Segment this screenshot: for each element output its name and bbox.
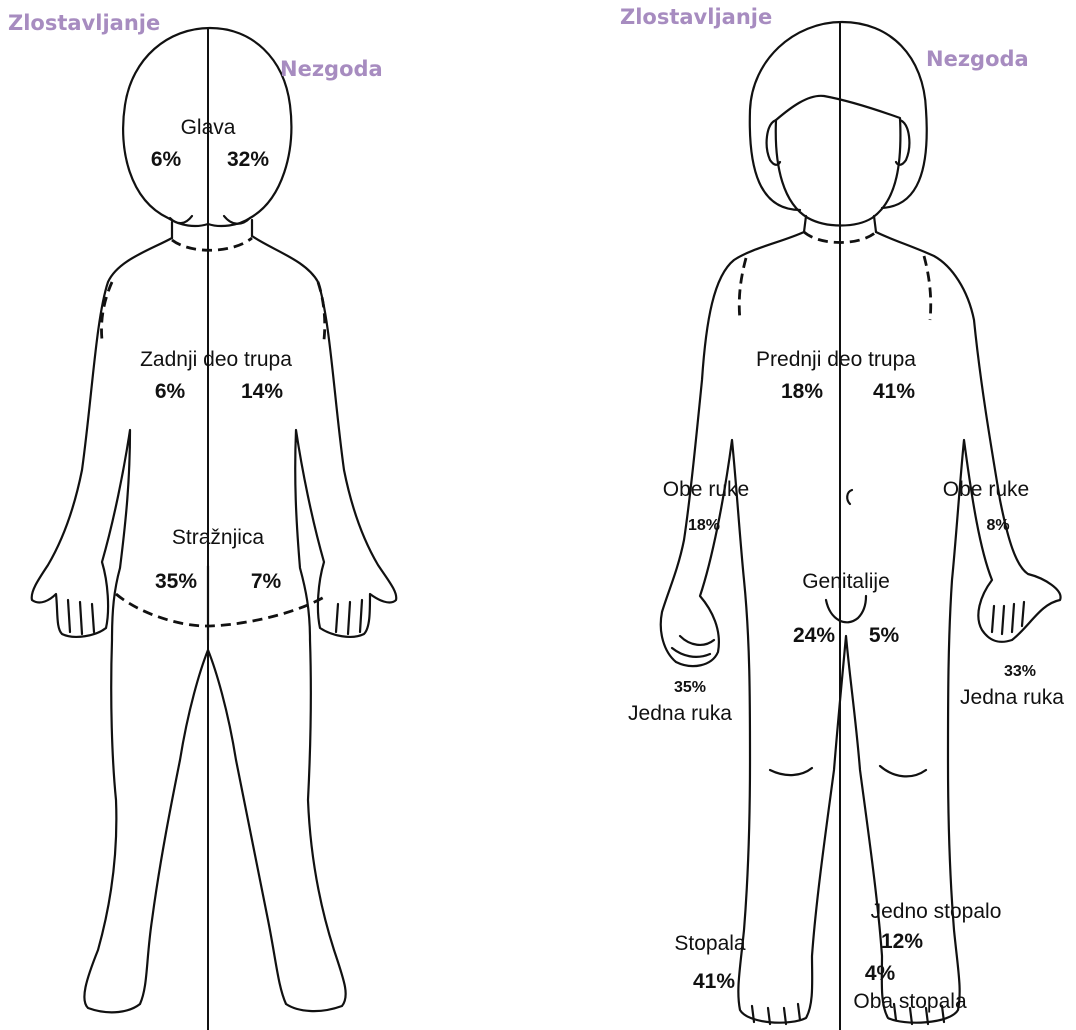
back-left-hand-fingers (68, 600, 94, 634)
back-trunk-abuse-value: 6% (155, 380, 186, 403)
back-buttocks-abuse-value: 35% (155, 570, 197, 593)
front-one-arm-right-value: 33% (1004, 663, 1036, 680)
front-both-feet-label: Oba stopala (853, 990, 967, 1013)
front-one-foot-value: 12% (881, 930, 923, 953)
back-head-abuse-value: 6% (151, 148, 182, 171)
front-feet-left-label: Stopala (674, 932, 746, 955)
front-navel (847, 490, 852, 504)
back-right-hand-fingers (336, 600, 362, 634)
back-header-abuse: Zlostavljanje (8, 11, 160, 35)
front-trunk-abuse-value: 18% (781, 380, 823, 403)
back-left-armhole-dashed-line (101, 282, 112, 340)
back-neck-dashed-line (172, 238, 252, 250)
front-one-arm-left-value: 35% (674, 679, 706, 696)
front-right-ear (896, 120, 909, 165)
front-feet-left-value: 41% (693, 970, 735, 993)
front-genitals-abuse-value: 24% (793, 624, 835, 647)
front-genitals-label: Genitalije (802, 570, 890, 593)
front-both-arms-right-label: Obe ruke (943, 478, 1029, 501)
front-header-accident: Nezgoda (926, 47, 1029, 71)
front-trunk-accident-value: 41% (873, 380, 915, 403)
front-genitals-accident-value: 5% (869, 624, 900, 647)
front-one-arm-left-label: Jedna ruka (628, 702, 732, 725)
front-hair-outline (750, 22, 927, 210)
front-trunk-label: Prednji deo trupa (756, 348, 916, 371)
front-both-feet-value: 4% (865, 962, 896, 985)
front-face-outline (776, 96, 901, 226)
front-header-abuse: Zlostavljanje (620, 5, 772, 29)
back-head-accident-value: 32% (227, 148, 269, 171)
back-header-accident: Nezgoda (280, 57, 383, 81)
front-genital-outline (826, 596, 866, 622)
front-both-arms-left-value: 18% (688, 517, 720, 534)
front-both-arms-right-value: 8% (986, 517, 1009, 534)
back-buttocks-dashed-line (116, 594, 326, 626)
back-head-label: Glava (181, 116, 236, 139)
back-buttocks-accident-value: 7% (251, 570, 282, 593)
front-right-armhole-dashed-line (924, 256, 931, 320)
back-trunk-accident-value: 14% (241, 380, 283, 403)
back-trunk-label: Zadnji deo trupa (140, 348, 292, 371)
front-left-knee (770, 768, 812, 775)
front-left-fist (672, 636, 714, 657)
front-right-hand-fingers (992, 602, 1024, 634)
front-one-arm-right-label: Jedna ruka (960, 686, 1064, 709)
front-left-armhole-dashed-line (739, 258, 746, 320)
back-buttocks-label: Stražnjica (172, 526, 265, 549)
back-view-figure (32, 28, 397, 1012)
front-right-knee (880, 766, 926, 776)
front-one-foot-label: Jedno stopalo (871, 900, 1002, 923)
front-both-arms-left-label: Obe ruke (663, 478, 749, 501)
